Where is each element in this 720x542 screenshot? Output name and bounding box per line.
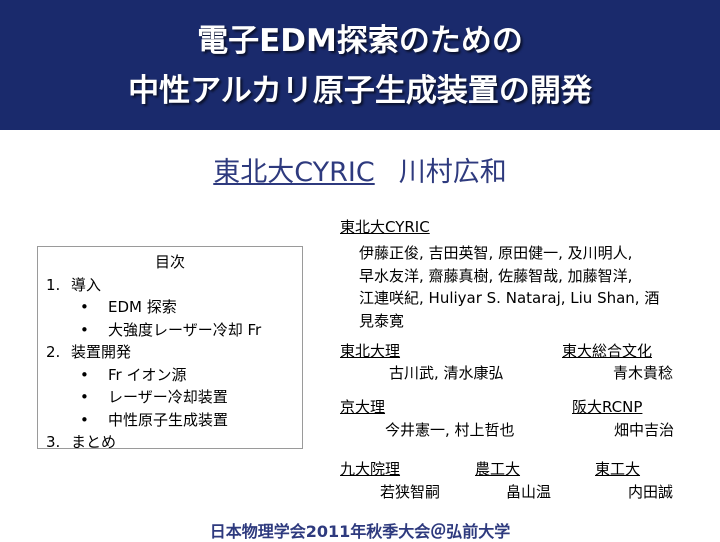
toc-item-number: 1. bbox=[46, 275, 61, 294]
toc-item: 2. 装置開発 bbox=[38, 341, 302, 364]
members-tuat: 畠山温 bbox=[506, 483, 552, 501]
toc-item-label: 導入 bbox=[71, 275, 102, 294]
presenter-name: 川村広和 bbox=[398, 157, 507, 188]
bullet-icon: • bbox=[80, 388, 89, 406]
members-osaka-rcnp: 畑中吉治 bbox=[614, 421, 675, 439]
toc-subitem: • Fr イオン源 bbox=[38, 364, 302, 387]
toc-item-label: 装置開発 bbox=[71, 343, 132, 361]
bullet-icon: • bbox=[80, 410, 89, 429]
toc-subitem: • 大強度レーザー冷却 Fr bbox=[38, 319, 302, 342]
members-line: 見泰寛 bbox=[359, 311, 405, 330]
members-kyushu-sci: 若狭智嗣 bbox=[380, 483, 441, 501]
bullet-icon: • bbox=[80, 365, 89, 384]
title-bar: 電子EDM探索のための 中性アルカリ原子生成装置の開発 bbox=[0, 0, 720, 130]
members-tokyo-arts: 青木貴稔 bbox=[613, 364, 674, 382]
presenter: 東北大CYRIC 川村広和 bbox=[0, 150, 720, 189]
institution-osaka-rcnp: 阪大RCNP bbox=[572, 398, 643, 416]
title-line-2: 中性アルカリ原子生成装置の開発 bbox=[128, 73, 592, 109]
institution-kyoto-sci: 京大理 bbox=[340, 398, 386, 416]
toc-subitem-label: 中性原子生成装置 bbox=[108, 410, 229, 429]
toc-heading: 目次 bbox=[154, 253, 185, 271]
members-cyric: 伊藤正俊, 吉田英智, 原田健一, 及川明人, 早水友洋, 齋藤真樹, 佐藤智哉… bbox=[359, 242, 699, 332]
members-line: 江連咲紀, Huliyar S. Nataraj, Liu Shan, 酒 bbox=[359, 289, 660, 307]
toc-subitem-label: レーザー冷却装置 bbox=[108, 388, 228, 406]
toc-subitem-label: EDM 探索 bbox=[108, 298, 177, 316]
institution-tuat: 農工大 bbox=[475, 460, 521, 478]
toc-item: 1. 導入 bbox=[38, 274, 302, 297]
bullet-icon: • bbox=[80, 298, 89, 316]
footer-conference: 日本物理学会2011年秋季大会＠弘前大学 bbox=[209, 522, 511, 541]
toc-item-label: まとめ bbox=[71, 433, 117, 451]
toc-subitem-label: Fr イオン源 bbox=[108, 365, 187, 384]
toc-subitem: • レーザー冷却装置 bbox=[38, 386, 302, 409]
presenter-org: 東北大CYRIC bbox=[213, 157, 375, 188]
toc-subitem-label: 大強度レーザー冷却 Fr bbox=[108, 320, 262, 339]
institution-kyushu-sci: 九大院理 bbox=[340, 460, 401, 478]
toc-item-number: 3. bbox=[46, 433, 61, 451]
institution-tokyo-arts: 東大総合文化 bbox=[562, 342, 653, 360]
members-tohoku-sci: 古川武, 清水康弘 bbox=[389, 364, 504, 382]
toc-item: 3. まとめ bbox=[38, 431, 302, 454]
members-tokyo-tech: 内田誠 bbox=[628, 483, 674, 501]
table-of-contents: 目次 1. 導入 • EDM 探索 • 大強度レーザー冷却 Fr 2. 装置開発… bbox=[37, 246, 303, 451]
institution-tohoku-sci: 東北大理 bbox=[340, 342, 401, 360]
institution-cyric: 東北大CYRIC bbox=[340, 218, 430, 236]
members-line: 伊藤正俊, 吉田英智, 原田健一, 及川明人, bbox=[359, 244, 633, 262]
institution-tokyo-tech: 東工大 bbox=[595, 460, 641, 478]
toc-subitem: • EDM 探索 bbox=[38, 296, 302, 319]
toc-item-number: 2. bbox=[46, 343, 61, 361]
members-line: 早水友洋, 齋藤真樹, 佐藤智哉, 加藤智洋, bbox=[359, 266, 633, 285]
title-line-1: 電子EDM探索のための bbox=[197, 23, 523, 59]
bullet-icon: • bbox=[80, 320, 89, 339]
toc-subitem: • 中性原子生成装置 bbox=[38, 409, 302, 432]
members-kyoto-sci: 今井憲一, 村上哲也 bbox=[385, 421, 515, 439]
